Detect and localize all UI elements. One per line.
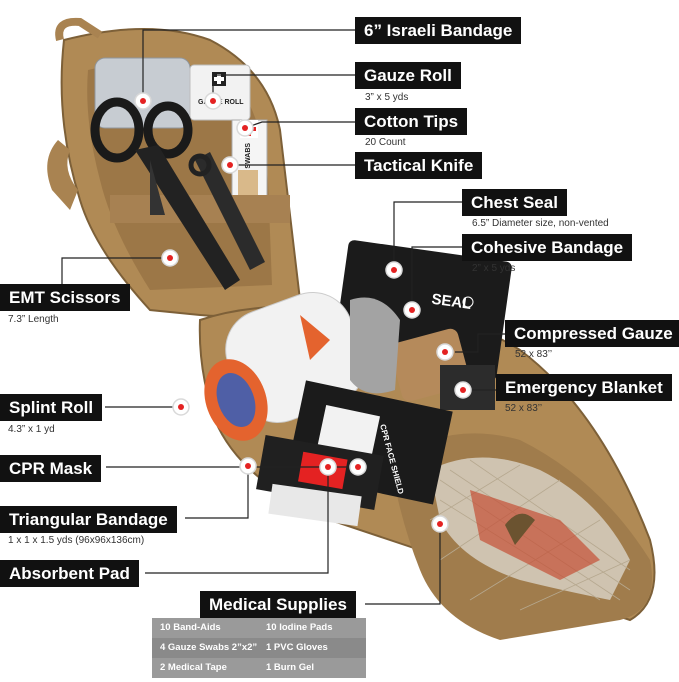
table-row: 10 Band-Aids 10 Iodine Pads bbox=[152, 618, 366, 638]
sublabel-cohesive-bandage: 2” x 5 yds bbox=[472, 263, 516, 274]
sublabel-cotton-tips: 20 Count bbox=[365, 137, 406, 148]
sublabel-gauze-roll: 3” x 5 yds bbox=[365, 92, 409, 103]
leader-absorbent-pad bbox=[145, 467, 329, 574]
sublabel-emergency-blanket: 52 x 83’’ bbox=[505, 403, 543, 414]
gauze-roll-pack bbox=[189, 64, 251, 121]
label-emergency-blanket: Emergency Blanket bbox=[496, 374, 672, 401]
seal-pack-text: SEAL bbox=[430, 291, 472, 313]
label-israeli-bandage: 6” Israeli Bandage bbox=[355, 17, 522, 44]
label-gauze-roll: Gauze Roll bbox=[355, 62, 461, 89]
label-chest-seal: Chest Seal bbox=[462, 189, 567, 216]
label-cotton-tips: Cotton Tips bbox=[355, 108, 468, 135]
table-row: 4 Gauze Swabs 2”x2” 1 PVC Gloves bbox=[152, 638, 366, 658]
sublabel-chest-seal: 6.5” Diameter size, non-vented bbox=[472, 218, 609, 229]
pins bbox=[134, 92, 472, 533]
table-cell: 10 Iodine Pads bbox=[266, 622, 333, 633]
absorbent-pad-pack bbox=[268, 483, 362, 527]
leader-cohesive-bandage bbox=[411, 246, 462, 310]
table-cell: 1 PVC Gloves bbox=[266, 642, 328, 653]
medical-supplies-table: 10 Band-Aids 10 Iodine Pads 4 Gauze Swab… bbox=[152, 618, 366, 678]
mesh-items bbox=[470, 490, 600, 580]
leader-compressed-gauze bbox=[455, 333, 508, 353]
foil-pack bbox=[350, 297, 400, 394]
label-emt-scissors: EMT Scissors bbox=[0, 284, 130, 311]
sublabel-compressed-gauze: 52 x 83’’ bbox=[515, 349, 553, 360]
leader-emt-scissors bbox=[61, 257, 170, 284]
leader-chest-seal bbox=[393, 201, 462, 270]
pouch-loop-top bbox=[55, 17, 103, 41]
tactical-knife bbox=[195, 152, 265, 270]
emt-scissors bbox=[90, 97, 193, 163]
label-cpr-mask: CPR Mask bbox=[0, 455, 102, 482]
table-row: 2 Medical Tape 1 Burn Gel bbox=[152, 658, 366, 678]
zipper-pull bbox=[505, 513, 535, 545]
label-triangular-bandage: Triangular Bandage bbox=[0, 506, 177, 533]
table-cell: 4 Gauze Swabs 2”x2” bbox=[160, 642, 258, 653]
table-cell: 10 Band-Aids bbox=[160, 622, 221, 633]
pouch-loop-left bbox=[47, 140, 78, 210]
table-cell: 2 Medical Tape bbox=[160, 662, 227, 673]
leader-triangular-bandage bbox=[185, 466, 249, 519]
label-cohesive-bandage: Cohesive Bandage bbox=[462, 234, 633, 261]
label-compressed-gauze: Compressed Gauze bbox=[505, 320, 679, 347]
leader-medical-supplies bbox=[365, 524, 441, 605]
label-medical-supplies: Medical Supplies bbox=[200, 591, 356, 618]
table-cell: 1 Burn Gel bbox=[266, 662, 315, 673]
label-tactical-knife: Tactical Knife bbox=[355, 152, 483, 179]
label-splint-roll: Splint Roll bbox=[0, 394, 103, 421]
sublabel-splint-roll: 4.3” x 1 yd bbox=[8, 424, 55, 435]
label-absorbent-pad: Absorbent Pad bbox=[0, 560, 139, 587]
sublabel-emt-scissors: 7.3” Length bbox=[8, 314, 59, 325]
sublabel-triangular-bandage: 1 x 1 x 1.5 yds (96x96x136cm) bbox=[8, 535, 145, 546]
leader-israeli-bandage bbox=[142, 29, 355, 101]
